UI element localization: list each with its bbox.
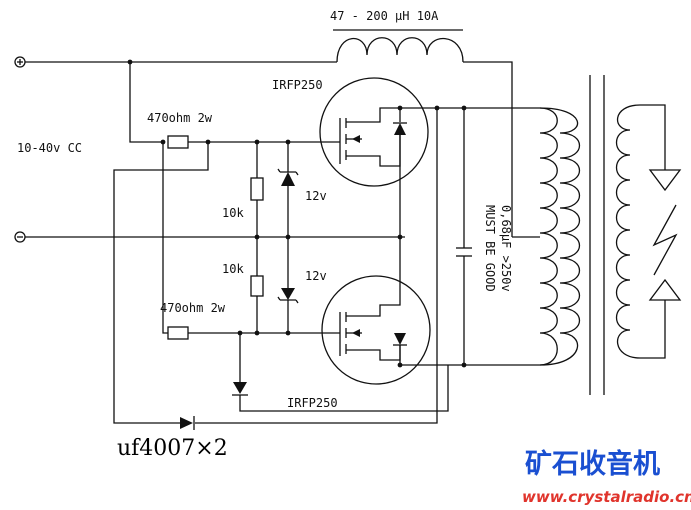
resistor-bottom-label: 470ohm 2w xyxy=(160,301,226,315)
mosfet-top-symbol xyxy=(318,77,429,187)
wires xyxy=(25,61,540,424)
diode-bottom-left-symbol xyxy=(232,382,248,396)
mosfet-bottom-label: IRFP250 xyxy=(287,396,338,410)
capacitor-label-2: MUST BE GOOD xyxy=(483,205,497,292)
junction-dots xyxy=(127,59,467,368)
inductor-label: 47 - 200 µH 10A xyxy=(330,9,439,23)
zener-bottom-symbol xyxy=(277,288,299,304)
watermark-title: 矿石收音机 xyxy=(525,448,660,480)
resistor-10k-bottom xyxy=(250,275,264,297)
capacitor-symbol xyxy=(456,247,472,257)
watermark-url: www.crystalradio.cn xyxy=(522,488,691,506)
resistor-470-top xyxy=(167,135,189,149)
zener-bottom-label: 12v xyxy=(305,269,327,283)
supply-label: 10-40v CC xyxy=(17,141,82,155)
transformer-primary xyxy=(539,107,580,366)
diodes-label: uf4007×2 xyxy=(117,436,228,461)
resistor-10k-top xyxy=(250,177,264,201)
r10k-bottom-label: 10k xyxy=(222,262,244,276)
mosfet-top-label: IRFP250 xyxy=(272,78,323,92)
positive-terminal xyxy=(14,56,26,68)
resistor-top-label: 470ohm 2w xyxy=(147,111,213,125)
resistor-470-bottom xyxy=(167,326,189,340)
r10k-top-label: 10k xyxy=(222,206,244,220)
transformer-core xyxy=(589,75,605,395)
mosfet-bottom-symbol xyxy=(321,275,431,385)
diode-bottom-symbol xyxy=(180,416,195,430)
transformer-secondary xyxy=(615,104,666,359)
zener-top-label: 12v xyxy=(305,189,327,203)
capacitor-label-1: 0,68µF >250v xyxy=(499,205,513,292)
inductor-symbol xyxy=(333,29,464,63)
negative-terminal xyxy=(14,231,26,243)
spark-gap-symbol xyxy=(648,169,682,301)
zener-top-symbol xyxy=(277,168,299,186)
